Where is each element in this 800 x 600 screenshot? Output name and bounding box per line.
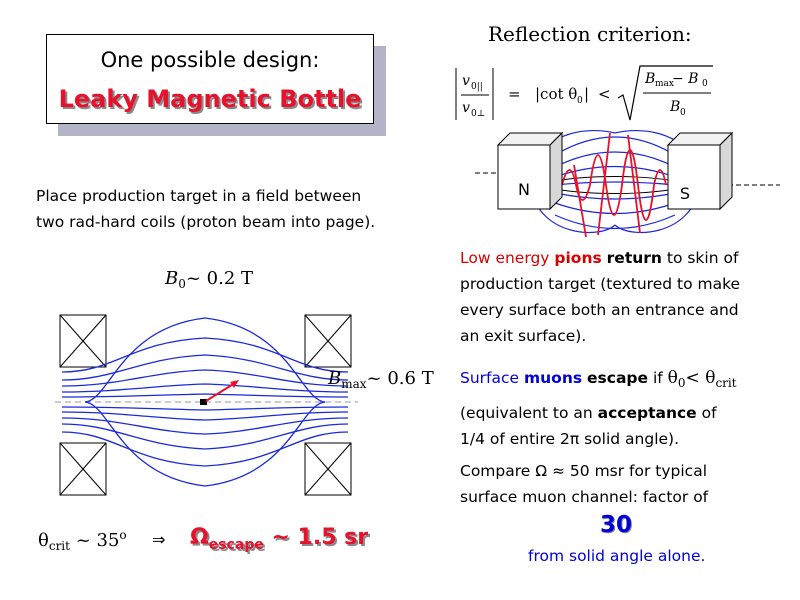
- b0-sub: 0: [178, 277, 186, 291]
- factor-thirty: 30: [600, 512, 633, 538]
- design-subtitle: One possible design:: [100, 48, 320, 72]
- rhs-denominator: B: [669, 99, 680, 115]
- lhs-numerator-sub: 0||: [471, 82, 483, 92]
- bmax-symbol: B: [328, 368, 342, 389]
- north-label: N: [518, 180, 530, 199]
- reflection-criterion-heading: Reflection criterion:: [488, 22, 692, 46]
- bmax-value: ~ 0.6 T: [366, 368, 434, 389]
- b0-value: ~ 0.2 T: [185, 268, 254, 289]
- rhs-numerator-sub: max: [655, 79, 674, 89]
- south-magnet: [667, 144, 721, 210]
- production-target: [200, 399, 207, 405]
- design-title-box: One possible design: Leaky Magnetic Bott…: [46, 34, 374, 124]
- formula-cot: |cot θ: [535, 85, 577, 103]
- coil-top-right: [304, 314, 352, 368]
- south-label: S: [680, 184, 690, 203]
- reflection-formula: v 0|| v 0⊥ = |cot θ 0 | < B max − B 0 B …: [455, 65, 713, 121]
- rhs-minus-sub: 0: [702, 79, 708, 89]
- pions-paragraph: Low energy pions return to skin of produ…: [460, 245, 740, 349]
- placement-line-1: Place production target in a field betwe…: [36, 187, 362, 205]
- compare-line-1: Compare Ω ≈ 50 msr for typical: [460, 462, 708, 480]
- formula-equals: =: [508, 85, 521, 103]
- rhs-denominator-sub: 0: [680, 108, 686, 118]
- coil-top-left: [59, 314, 107, 368]
- formula-cot-sub: 0: [577, 96, 583, 106]
- magnetic-bottle-figure: N S: [475, 129, 780, 238]
- solid-angle-note: from solid angle alone.: [528, 547, 706, 565]
- muon-arrowhead: [230, 380, 239, 388]
- b0-label: B0~ 0.2 T: [165, 268, 253, 291]
- coil-field-figure: [55, 314, 358, 496]
- compare-paragraph: Compare Ω ≈ 50 msr for typical surface m…: [460, 458, 708, 510]
- rhs-numerator: B: [644, 71, 655, 87]
- field-lines: [61, 317, 349, 487]
- north-magnet-side: [549, 131, 563, 211]
- lhs-denominator: v: [462, 100, 470, 116]
- muons-line-1: Surface muons escape if θ0< θcrit: [460, 368, 737, 390]
- placement-description: Place production target in a field betwe…: [36, 183, 375, 235]
- formula-less-than: <: [598, 85, 611, 103]
- particle-spiral-back: [573, 132, 641, 238]
- muons-paragraph: Surface muons escape if θ0< θcrit (equiv…: [460, 365, 737, 452]
- lhs-numerator: v: [462, 73, 470, 89]
- pions-line-4: an exit surface).: [460, 327, 587, 345]
- placement-line-2: two rad-hard coils (proton beam into pag…: [36, 213, 376, 231]
- design-title: Leaky Magnetic Bottle: [58, 85, 362, 113]
- pions-line-3: every surface both an entrance and: [460, 301, 739, 319]
- theta-crit-formula: θcrit ~ 35o: [38, 528, 127, 553]
- pions-line-1: Low energy pions return to skin of: [460, 249, 739, 267]
- muons-line-3: 1/4 of entire 2π solid angle).: [460, 430, 680, 448]
- coil-bottom-right: [304, 442, 352, 496]
- coil-bottom-left: [59, 442, 107, 496]
- bmax-label: Bmax~ 0.6 T: [328, 368, 434, 391]
- lhs-denominator-sub: 0⊥: [471, 109, 485, 119]
- pions-line-2: production target (textured to make: [460, 275, 741, 293]
- implies-arrow: ⇒: [152, 530, 166, 549]
- formula-cot-end: |: [584, 85, 589, 103]
- omega-escape-formula: Ωescape ~ 1.5 sr: [190, 525, 369, 553]
- south-magnet-side: [719, 131, 733, 211]
- compare-line-2: surface muon channel: factor of: [460, 488, 709, 506]
- north-magnet: [497, 144, 551, 210]
- bmax-sub: max: [341, 377, 367, 391]
- muon-trajectory: [205, 382, 236, 402]
- rhs-minus: − B: [672, 71, 698, 87]
- bottle-axis-lines: [554, 176, 676, 194]
- b0-symbol: B: [165, 268, 179, 289]
- muons-line-2: (equivalent to an acceptance of: [460, 404, 717, 422]
- sqrt-sign: [617, 65, 713, 121]
